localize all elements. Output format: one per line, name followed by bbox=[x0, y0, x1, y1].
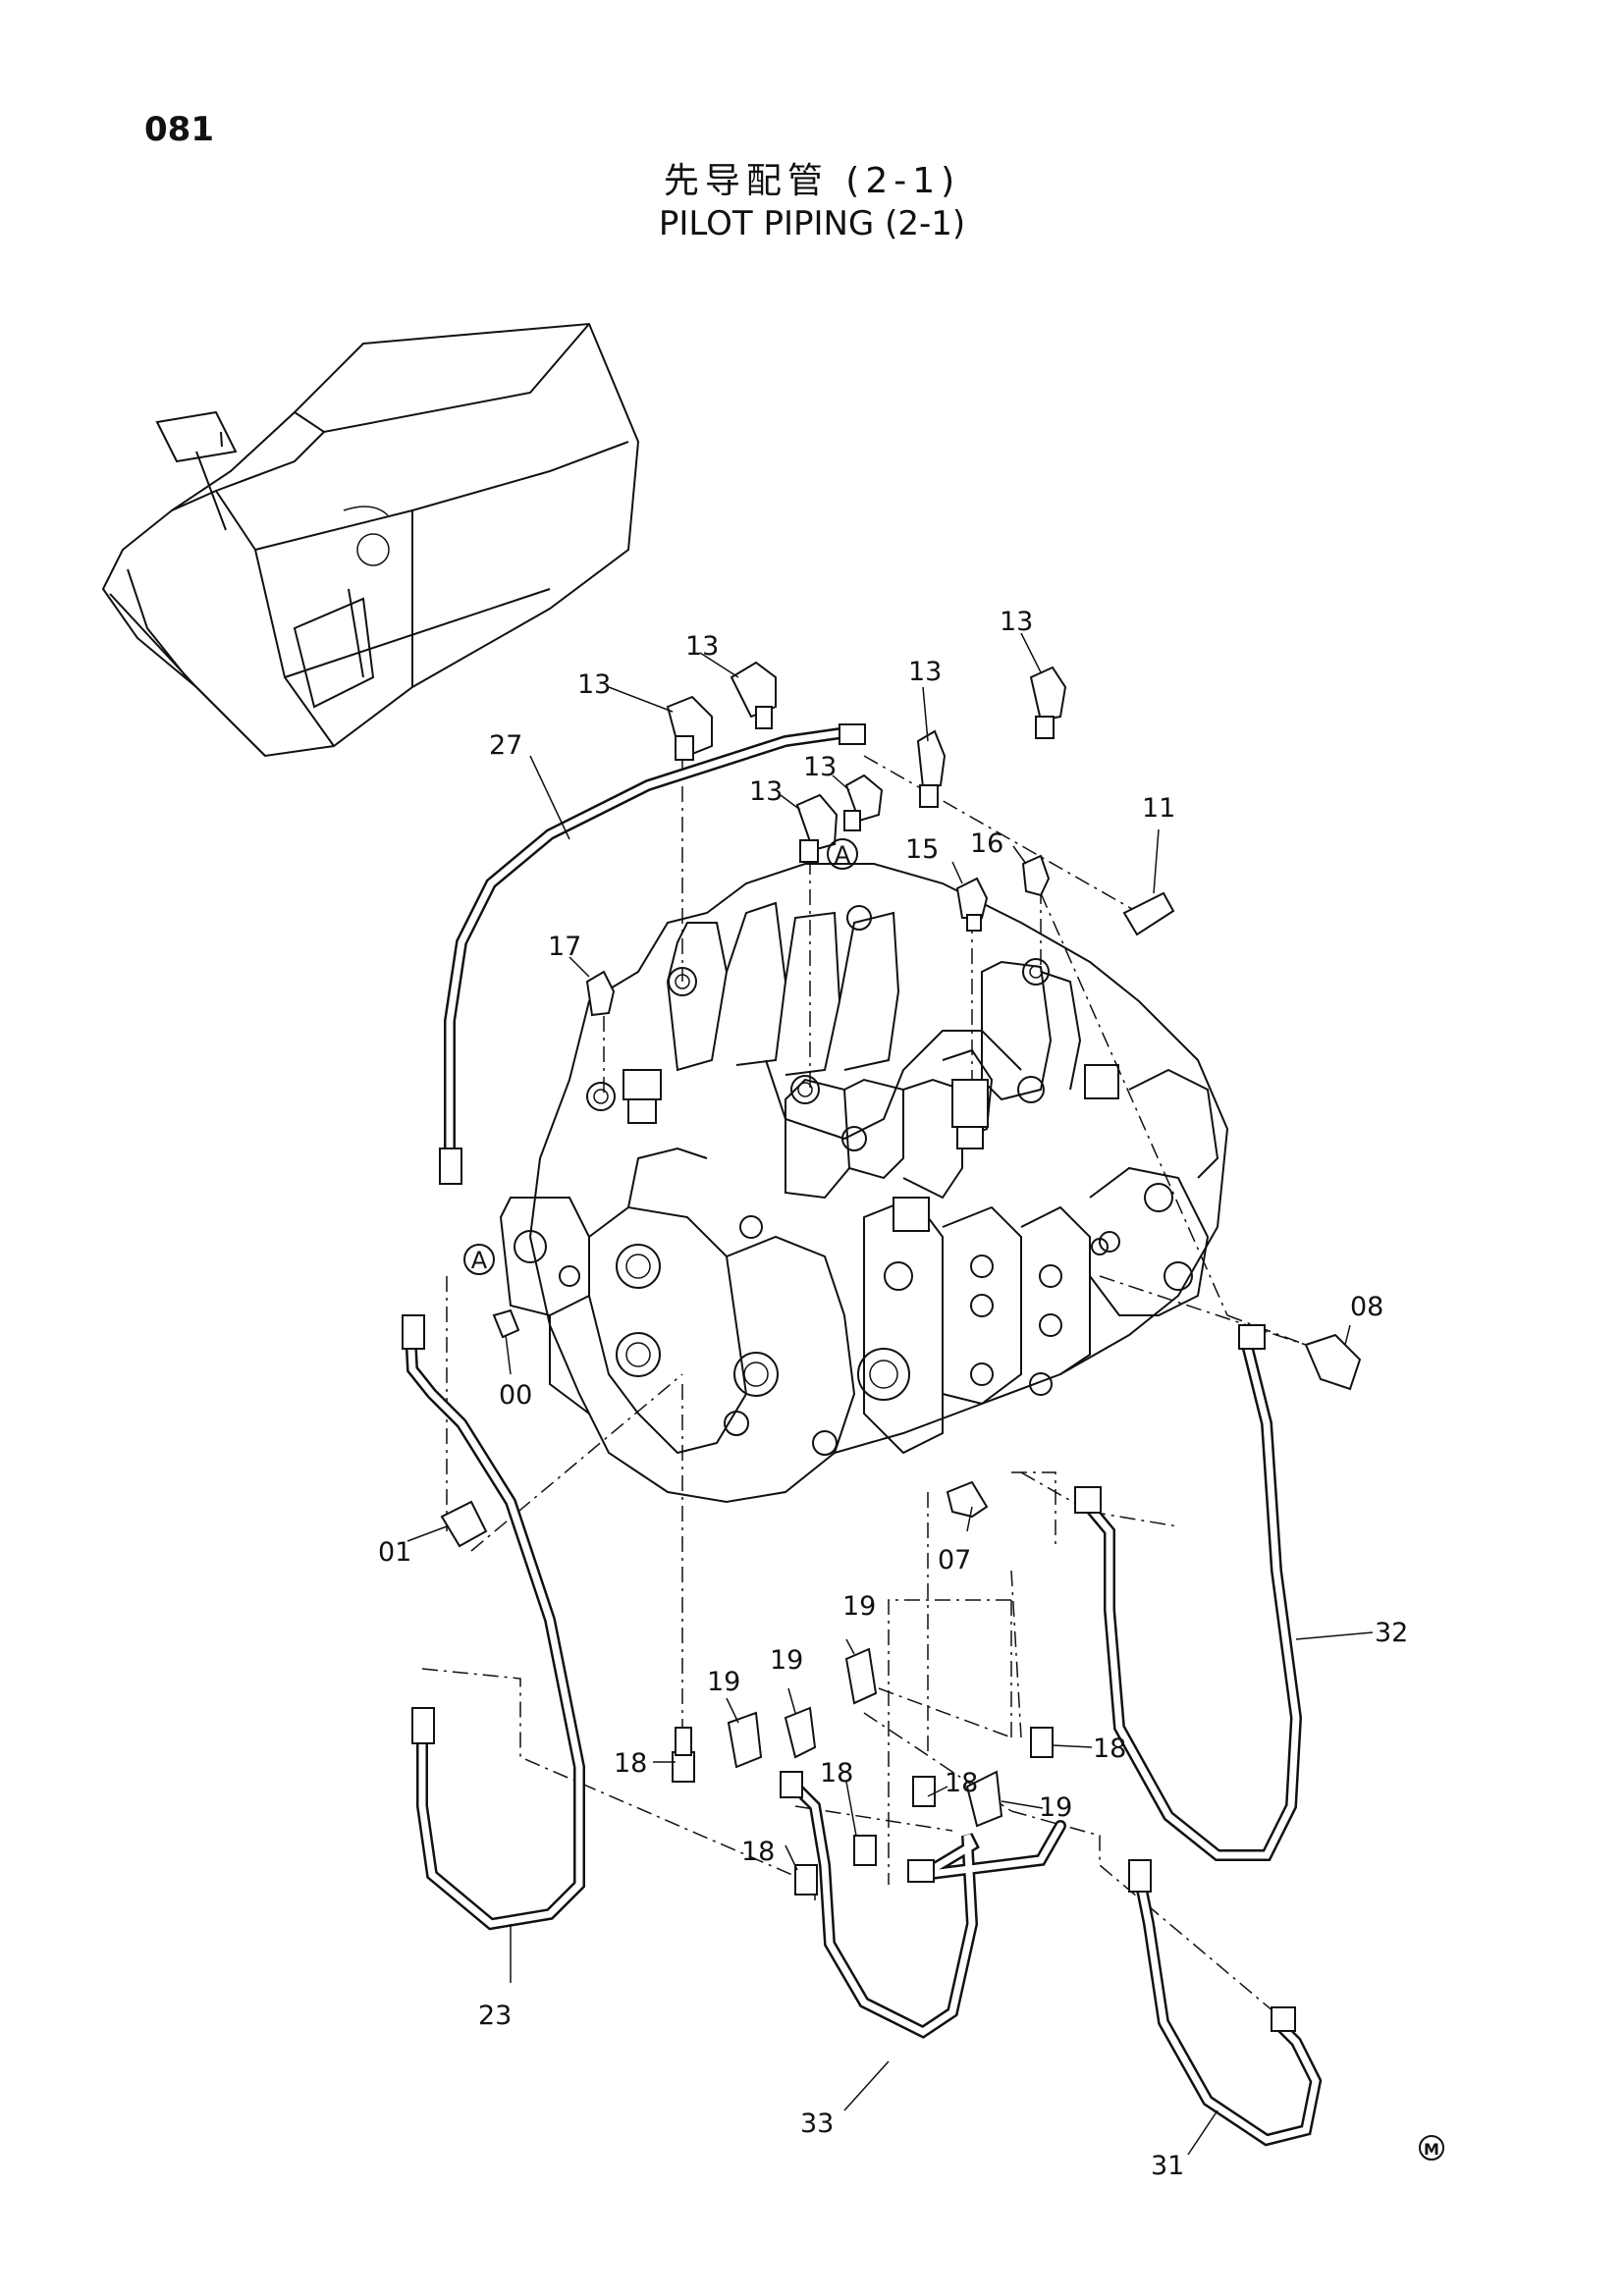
assembly-center-lines bbox=[421, 755, 1307, 2023]
callout-17: 17 bbox=[548, 932, 581, 962]
logo-mark-letter: M bbox=[1424, 2140, 1439, 2159]
callout-18: 18 bbox=[1093, 1734, 1126, 1764]
callout-19: 19 bbox=[770, 1645, 803, 1676]
callout-18: 18 bbox=[820, 1758, 853, 1789]
callout-16: 16 bbox=[970, 828, 1003, 859]
view-marker-left: A bbox=[463, 1244, 495, 1275]
callout-23: 23 bbox=[478, 2001, 512, 2031]
callout-13: 13 bbox=[1000, 607, 1033, 637]
title-english: PILOT PIPING (2-1) bbox=[658, 204, 966, 243]
callout-13: 13 bbox=[685, 631, 719, 662]
view-marker-upper: A bbox=[827, 838, 858, 870]
pilot-hoses bbox=[402, 723, 1323, 2147]
callout-labels: 13 13 13 13 13 13 27 11 15 16 17 08 00 0… bbox=[378, 607, 1408, 2181]
callout-11: 11 bbox=[1142, 793, 1175, 824]
callout-01: 01 bbox=[378, 1537, 411, 1568]
callout-33: 33 bbox=[800, 2109, 834, 2139]
callout-19: 19 bbox=[707, 1667, 740, 1697]
callout-19: 19 bbox=[842, 1591, 876, 1622]
fittings bbox=[440, 661, 1362, 1896]
callout-13: 13 bbox=[749, 776, 783, 807]
callout-32: 32 bbox=[1375, 1618, 1408, 1648]
title-chinese: 先导配管 (2-1) bbox=[663, 161, 961, 201]
excavator-overview-illustration bbox=[101, 322, 640, 758]
callout-18: 18 bbox=[614, 1748, 647, 1779]
callout-13: 13 bbox=[908, 657, 942, 687]
leader-lines bbox=[406, 632, 1374, 2156]
callout-31: 31 bbox=[1151, 2151, 1184, 2181]
callout-00: 00 bbox=[499, 1380, 532, 1411]
callout-18: 18 bbox=[945, 1768, 978, 1798]
page-number: 081 bbox=[144, 110, 214, 149]
logo-mark: M bbox=[1419, 2135, 1444, 2161]
control-valve-body bbox=[499, 863, 1229, 1504]
callout-19: 19 bbox=[1039, 1792, 1072, 1823]
callout-07: 07 bbox=[938, 1545, 971, 1575]
callout-27: 27 bbox=[489, 730, 522, 761]
callout-13: 13 bbox=[803, 752, 837, 782]
callout-13: 13 bbox=[577, 669, 611, 700]
callout-08: 08 bbox=[1350, 1292, 1383, 1322]
view-marker-label: A bbox=[471, 1247, 488, 1274]
callout-18: 18 bbox=[741, 1837, 775, 1867]
callout-15: 15 bbox=[905, 834, 939, 865]
view-marker-label: A bbox=[835, 841, 851, 869]
